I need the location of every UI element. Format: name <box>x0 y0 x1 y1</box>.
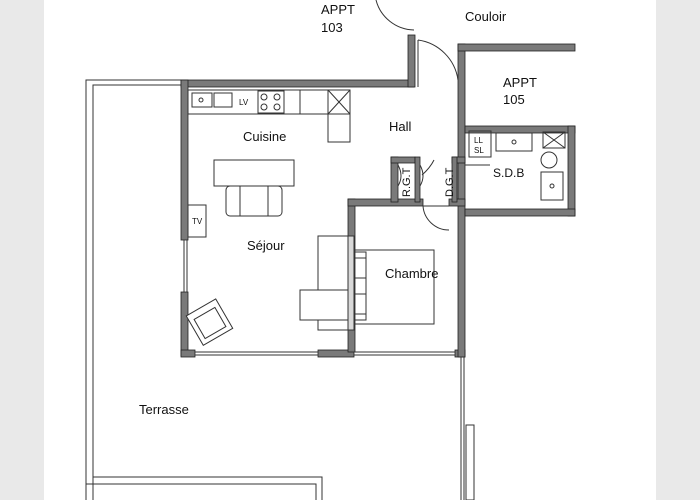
appt105-label-line1: APPT <box>503 75 537 90</box>
kitchen-tall-unit <box>327 89 351 143</box>
sdb-label: S.D.B <box>493 166 524 180</box>
wall-bottom-mid <box>317 349 355 358</box>
wall-bottom-left <box>180 349 196 358</box>
toilet <box>540 151 558 169</box>
sink-basin <box>213 92 233 108</box>
wall-left-lower <box>180 291 189 357</box>
wall-left-upper <box>180 79 189 241</box>
appt103-label-line2: 103 <box>321 20 343 35</box>
sl-label: SL <box>474 146 484 155</box>
appt105-label-line2: 105 <box>503 92 525 107</box>
wall-dgt-right <box>451 156 458 203</box>
entrance-door-swing <box>417 39 459 81</box>
appt103-door-swing <box>375 0 415 31</box>
tv-cabinet <box>187 204 207 238</box>
dgt-door-swing <box>421 159 435 176</box>
ll-label: LL <box>474 136 483 145</box>
shower <box>540 171 564 201</box>
lv-label: LV <box>239 98 249 107</box>
bath-cabinet <box>542 131 566 149</box>
bathroom-fixtures <box>468 130 566 201</box>
bedroom-fixtures <box>353 249 435 325</box>
tv-label: TV <box>192 217 203 226</box>
rgt-door-swing-2 <box>419 164 424 187</box>
dgt-label: D.G.T <box>444 167 456 197</box>
appt103-label-line1: APPT <box>321 2 355 17</box>
kitchen-fixtures <box>187 89 351 238</box>
terrace-window-frame <box>465 424 475 500</box>
wall-rgt-left <box>390 156 399 203</box>
couloir-label: Couloir <box>465 9 507 24</box>
rgt-door-swing <box>397 164 402 187</box>
sink-drain <box>198 97 204 103</box>
terrasse-label: Terrasse <box>139 402 189 417</box>
wall-sdb-bottom <box>464 208 576 217</box>
wall-top <box>180 79 415 88</box>
sejour-label: Séjour <box>247 238 285 253</box>
terrace-outline <box>85 79 323 500</box>
living-fixtures <box>185 235 355 347</box>
wall-corridor-left <box>407 34 416 88</box>
wall-appt105-top <box>457 43 576 52</box>
pillow-1 <box>353 257 367 279</box>
wall-rgt-dgt-divider <box>414 156 421 203</box>
doors <box>375 0 490 231</box>
labels: APPT 103 Couloir APPT 105 Cuisine Hall S… <box>139 2 537 417</box>
cuisine-label: Cuisine <box>243 129 286 144</box>
hob <box>257 90 285 114</box>
chambre-door-swing <box>422 205 450 231</box>
windows <box>183 240 475 500</box>
shower-drain <box>549 183 555 189</box>
wall-chambre-top <box>347 198 424 207</box>
sink <box>191 92 213 108</box>
chambre-label: Chambre <box>385 266 438 281</box>
hall-label: Hall <box>389 119 412 134</box>
dining-chairs <box>225 185 283 217</box>
wash-basin <box>495 132 533 152</box>
wash-basin-drain <box>511 139 517 145</box>
bed-headboard <box>353 251 367 321</box>
pillow-2 <box>353 293 367 315</box>
wall-rgt-top <box>390 156 416 164</box>
rgt-label: R.G.T <box>401 167 413 197</box>
sofa-seat <box>299 289 351 321</box>
wall-sdb-right <box>567 125 576 217</box>
laundry-box <box>468 130 492 158</box>
armchair <box>185 298 234 347</box>
